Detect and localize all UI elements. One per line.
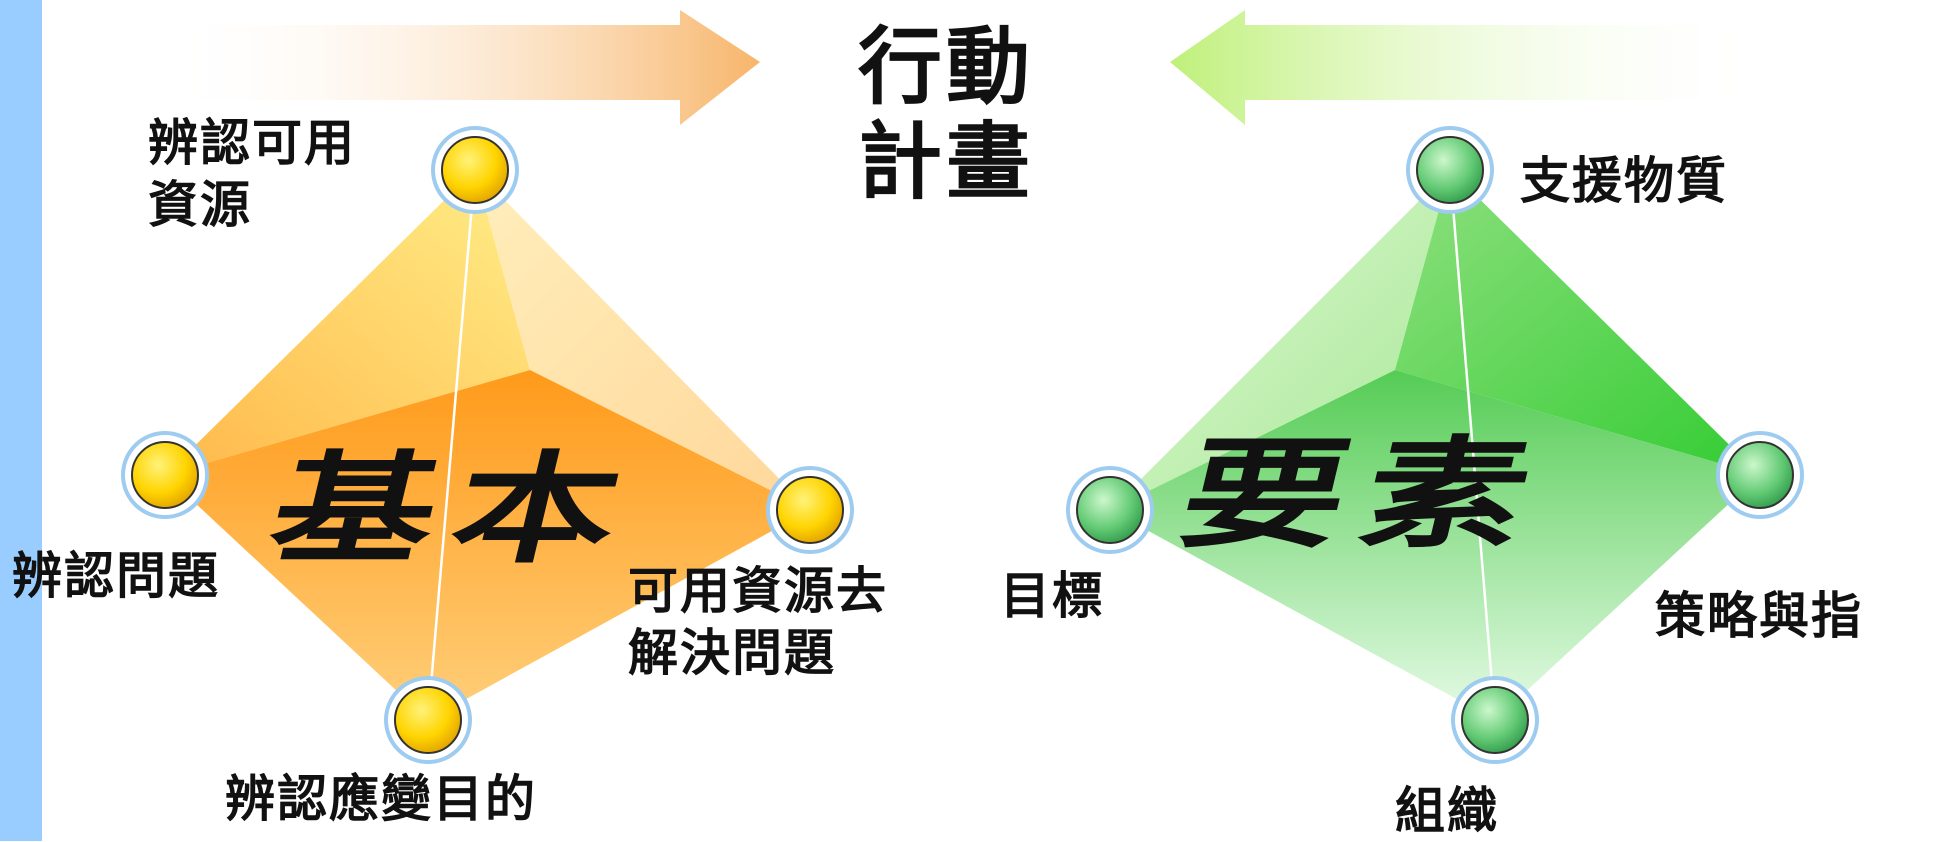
right-top-label: 支援物質 bbox=[1520, 152, 1728, 210]
left-center-word: 基本 bbox=[257, 439, 654, 580]
node-left-left-icon bbox=[121, 431, 209, 519]
right-right-label: 策略與指 bbox=[1655, 587, 1863, 645]
node-left-top-icon bbox=[431, 126, 519, 214]
node-right-top-icon bbox=[1406, 126, 1494, 214]
left-left-label: 辨認問題 bbox=[12, 547, 220, 605]
node-left-bottom-icon bbox=[384, 676, 472, 764]
left-accent-bar bbox=[0, 0, 42, 841]
left-octahedron bbox=[165, 169, 810, 721]
right-bottom-label: 組織 bbox=[1395, 782, 1499, 840]
right-left-label: 目標 bbox=[1000, 567, 1104, 625]
right-octahedron bbox=[1110, 169, 1760, 721]
center-title: 行動 計畫 bbox=[858, 18, 1035, 211]
arrow-right-shape bbox=[160, 10, 760, 125]
node-right-right-icon bbox=[1716, 431, 1804, 519]
left-bottom-label: 辨認應變目的 bbox=[225, 770, 537, 828]
node-left-right-icon bbox=[766, 466, 854, 554]
left-top-label: 辨認可用 資源 bbox=[148, 114, 356, 234]
node-right-bottom-icon bbox=[1451, 676, 1539, 764]
right-center-word: 要素 bbox=[1167, 424, 1564, 565]
arrow-left-shape bbox=[1170, 10, 1765, 125]
left-right-label: 可用資源去 解決問題 bbox=[628, 562, 888, 682]
node-right-left-icon bbox=[1066, 466, 1154, 554]
